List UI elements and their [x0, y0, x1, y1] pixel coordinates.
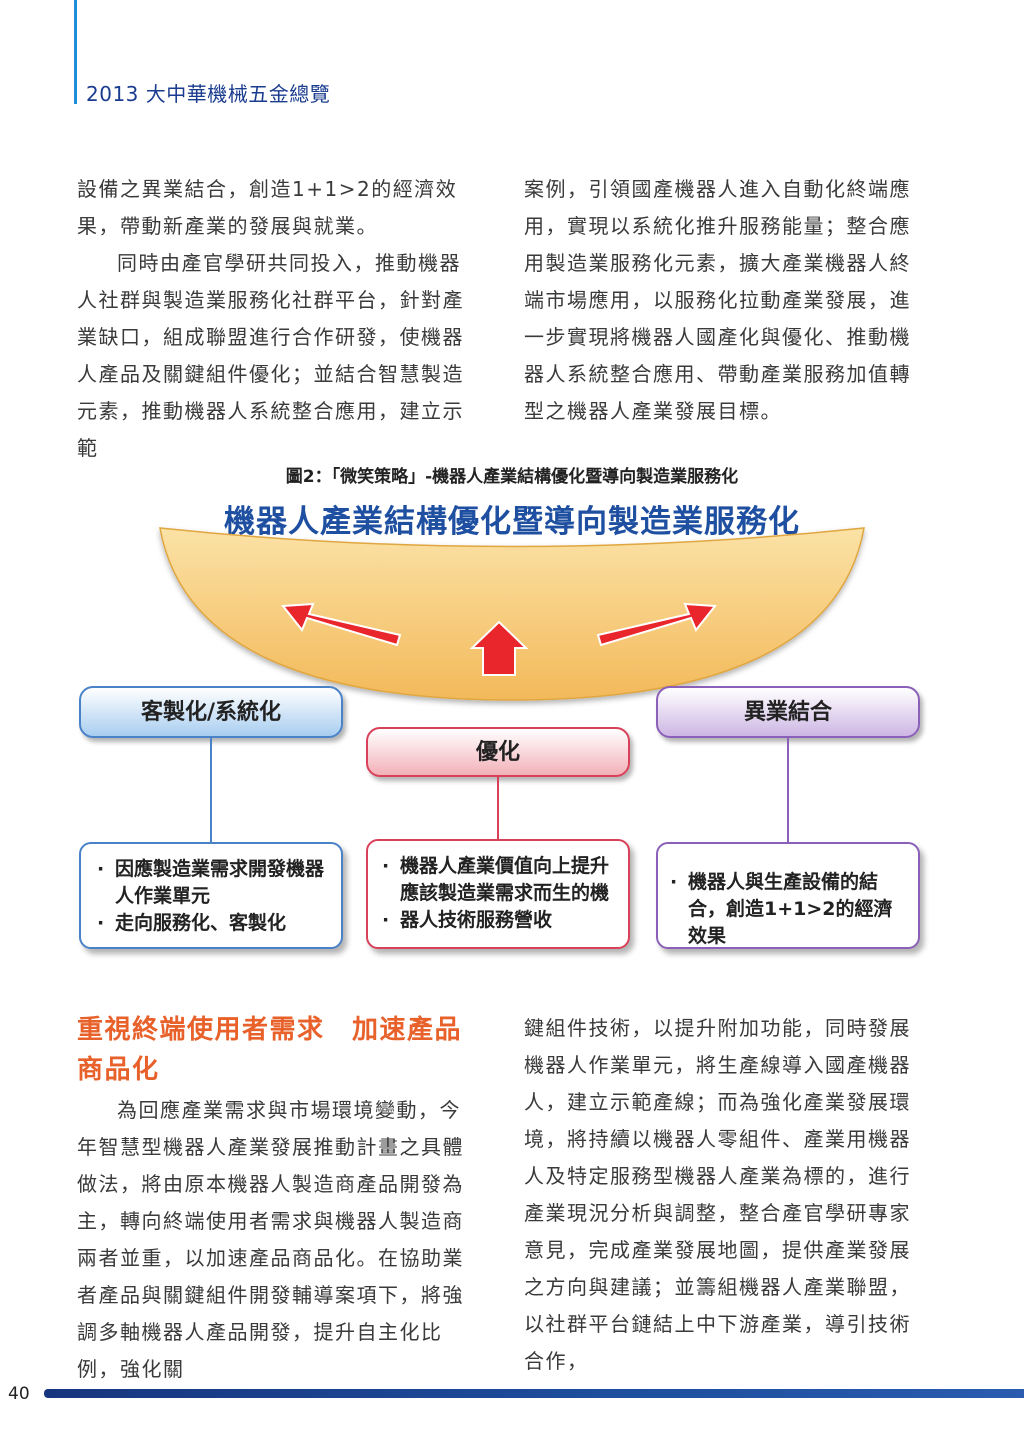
tag-cross-industry: 異業結合: [656, 686, 920, 738]
left-arrow: [281, 602, 402, 647]
box-customization: 因應製造業需求開發機器人作業單元 走向服務化、客製化: [79, 842, 343, 949]
running-header-title: 2013 大中華機械五金總覽: [86, 82, 331, 106]
top-left-column: 設備之異業結合，創造1+1>2的經濟效果，帶動新產業的發展與就業。 同時由產官學…: [77, 171, 479, 467]
bottom-right-column: 鍵組件技術，以提升附加功能，同時發展機器人作業單元，將生產線導入國產機器人，建立…: [524, 1010, 926, 1380]
connector-line-left: [210, 738, 212, 842]
footer-bar: [44, 1389, 1024, 1398]
box-optimization: 機器人產業價值向上提升應該製造業需求而生的機 器人技術服務營收: [366, 839, 630, 949]
smile-curve-diagram: [159, 527, 865, 701]
paragraph: 設備之異業結合，創造1+1>2的經濟效果，帶動新產業的發展與就業。: [77, 177, 458, 238]
paragraph: 為回應產業需求與市場環境變動，今年智慧型機器人產業發展推動計畫之具體做法，將由原…: [77, 1098, 464, 1381]
figure-caption: 圖2：「微笑策略」-機器人產業結構優化暨導向製造業服務化: [285, 467, 739, 487]
list-item: 機器人產業價值向上提升應該製造業需求而生的機: [382, 853, 620, 907]
list-item: 機器人與生產設備的結合，創造1+1>2的經濟效果: [670, 869, 910, 950]
connector-line-right: [787, 738, 789, 842]
tag-customization: 客製化/系統化: [79, 686, 343, 738]
paragraph: 鍵組件技術，以提升附加功能，同時發展機器人作業單元，將生產線導入國產機器人，建立…: [524, 1016, 911, 1373]
tag-optimization: 優化: [366, 727, 630, 777]
list-item: 走向服務化、客製化: [97, 910, 333, 937]
section-heading: 重視終端使用者需求 加速產品商品化: [77, 1015, 463, 1085]
right-arrow: [596, 602, 717, 647]
connector-line-middle: [497, 777, 499, 839]
paragraph: 案例，引領國產機器人進入自動化終端應用，實現以系統化推升服務能量；整合應用製造業…: [524, 177, 911, 423]
paragraph: 同時由產官學研共同投入，推動機器人社群與製造業服務化社群平台，針對產業缺口，組成…: [77, 251, 464, 460]
header-accent-bar: [74, 0, 77, 104]
list-item: 因應製造業需求開發機器人作業單元: [97, 856, 333, 910]
page-number: 40: [8, 1384, 30, 1404]
smile-curve-arc: [159, 527, 865, 701]
list-item: 器人技術服務營收: [382, 907, 620, 934]
up-arrow: [469, 620, 529, 676]
figure-title: 機器人產業結構優化暨導向製造業服務化: [224, 504, 800, 540]
bottom-left-column: 重視終端使用者需求 加速產品商品化 為回應產業需求與市場環境變動，今年智慧型機器…: [77, 1010, 479, 1388]
top-right-column: 案例，引領國產機器人進入自動化終端應用，實現以系統化推升服務能量；整合應用製造業…: [524, 171, 926, 430]
box-cross-industry: 機器人與生產設備的結合，創造1+1>2的經濟效果: [656, 842, 920, 949]
